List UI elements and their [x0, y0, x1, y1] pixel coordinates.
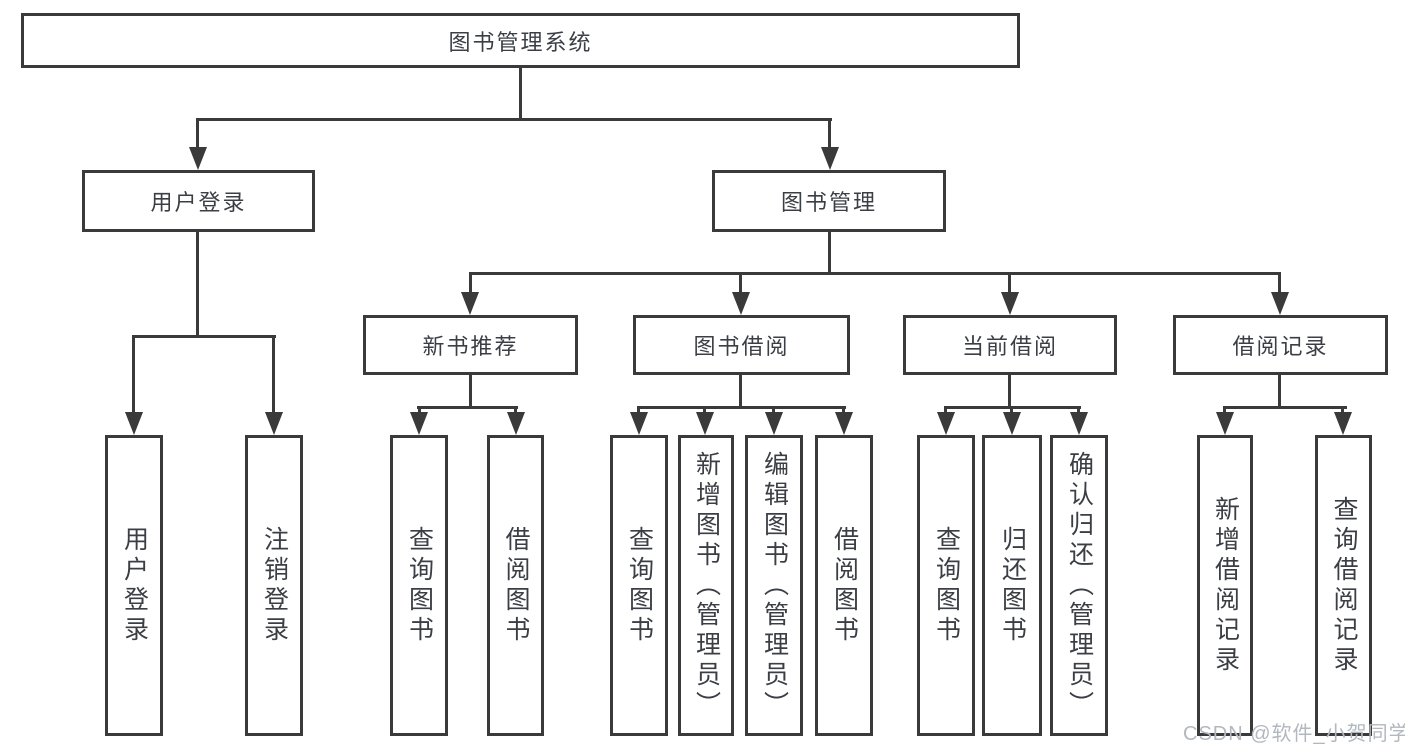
connector-line: [196, 121, 199, 152]
arrowhead-down-icon: [125, 412, 143, 435]
leaf-user-login-box: 用户登录: [105, 435, 163, 736]
connector-line: [1008, 374, 1011, 409]
connector-line: [1008, 275, 1011, 297]
user-login-box: 用户登录: [82, 170, 315, 232]
leaf-add-books-box-label: 新增图书（管理员）: [692, 450, 721, 721]
leaf-logout-box: 注销登录: [245, 435, 303, 736]
connector-line: [196, 232, 199, 338]
connector-line: [828, 232, 831, 275]
arrowhead-down-icon: [732, 292, 750, 315]
current-borrow-box: 当前借阅: [903, 315, 1117, 375]
leaf-query-books-current-box: 查询图书: [917, 435, 975, 736]
connector-line: [1223, 406, 1347, 409]
book-borrow-box: 图书借阅: [633, 315, 850, 375]
book-mgmt-box-label: 图书管理: [780, 190, 877, 215]
arrowhead-down-icon: [630, 412, 648, 435]
new-book-rec-box-label: 新书推荐: [422, 334, 519, 359]
connector-line: [739, 275, 742, 297]
arrowhead-down-icon: [937, 412, 955, 435]
connector-line: [272, 338, 275, 417]
connector-line: [1278, 275, 1281, 297]
book-mgmt-box: 图书管理: [712, 170, 946, 232]
connector-line: [828, 121, 831, 152]
leaf-return-books-box: 归还图书: [982, 435, 1042, 736]
connector-line: [469, 275, 472, 297]
arrowhead-down-icon: [410, 412, 428, 435]
leaf-borrow-books-rec-box-label: 借阅图书: [502, 525, 530, 646]
user-login-box-label: 用户登录: [150, 190, 247, 215]
leaf-query-books-current-box-label: 查询图书: [932, 525, 961, 646]
leaf-edit-books-box: 编辑图书（管理员）: [745, 435, 803, 736]
borrow-records-box: 借阅记录: [1173, 315, 1388, 375]
csdn-watermark: CSDN @软件_小贺同学: [1183, 723, 1405, 745]
connector-line: [469, 272, 1281, 275]
leaf-query-books-borrow-box: 查询图书: [610, 435, 668, 736]
leaf-confirm-return-box-label: 确认归还（管理员）: [1065, 450, 1094, 721]
leaf-query-borrow-record-box-label: 查询借阅记录: [1330, 495, 1358, 676]
leaf-add-borrow-record-box: 新增借阅记录: [1197, 435, 1253, 736]
root-box: 图书管理系统: [21, 13, 1020, 68]
arrowhead-down-icon: [765, 412, 783, 435]
leaf-borrow-books-rec-box: 借阅图书: [487, 435, 544, 736]
leaf-edit-books-box-label: 编辑图书（管理员）: [760, 450, 789, 721]
arrowhead-down-icon: [1001, 292, 1019, 315]
arrowhead-down-icon: [821, 147, 839, 170]
leaf-add-books-box: 新增图书（管理员）: [678, 435, 734, 736]
current-borrow-box-label: 当前借阅: [961, 334, 1058, 359]
arrowhead-down-icon: [189, 147, 207, 170]
arrowhead-down-icon: [1271, 292, 1289, 315]
connector-line: [132, 338, 135, 417]
leaf-logout-box-label: 注销登录: [260, 525, 289, 646]
arrowhead-down-icon: [1003, 412, 1021, 435]
connector-line: [417, 406, 518, 409]
book-borrow-box-label: 图书借阅: [693, 334, 790, 359]
connector-line: [1278, 374, 1281, 409]
connector-line: [944, 406, 1081, 409]
leaf-return-books-box-label: 归还图书: [998, 525, 1027, 646]
borrow-records-box-label: 借阅记录: [1232, 334, 1329, 359]
leaf-confirm-return-box: 确认归还（管理员）: [1050, 435, 1108, 736]
connector-line: [469, 374, 472, 409]
connector-line: [739, 374, 742, 409]
connector-line: [196, 118, 832, 121]
arrowhead-down-icon: [265, 412, 283, 435]
connector-line: [132, 335, 276, 338]
leaf-query-borrow-record-box: 查询借阅记录: [1315, 435, 1372, 736]
leaf-borrow-books-borrow-box: 借阅图书: [815, 435, 873, 736]
connector-line: [519, 68, 522, 121]
connector-line: [637, 406, 846, 409]
leaf-user-login-box-label: 用户登录: [120, 525, 149, 646]
arrowhead-down-icon: [1216, 412, 1234, 435]
arrowhead-down-icon: [1070, 412, 1088, 435]
leaf-borrow-books-borrow-box-label: 借阅图书: [830, 525, 859, 646]
leaf-query-books-rec-box-label: 查询图书: [405, 525, 434, 646]
leaf-add-borrow-record-box-label: 新增借阅记录: [1211, 495, 1240, 676]
root-box-label: 图书管理系统: [448, 29, 593, 55]
arrowhead-down-icon: [835, 412, 853, 435]
new-book-rec-box: 新书推荐: [363, 315, 578, 375]
arrowhead-down-icon: [507, 412, 525, 435]
arrowhead-down-icon: [696, 412, 714, 435]
leaf-query-books-rec-box: 查询图书: [390, 435, 448, 736]
arrowhead-down-icon: [461, 292, 479, 315]
arrowhead-down-icon: [1334, 412, 1352, 435]
leaf-query-books-borrow-box-label: 查询图书: [625, 525, 654, 646]
